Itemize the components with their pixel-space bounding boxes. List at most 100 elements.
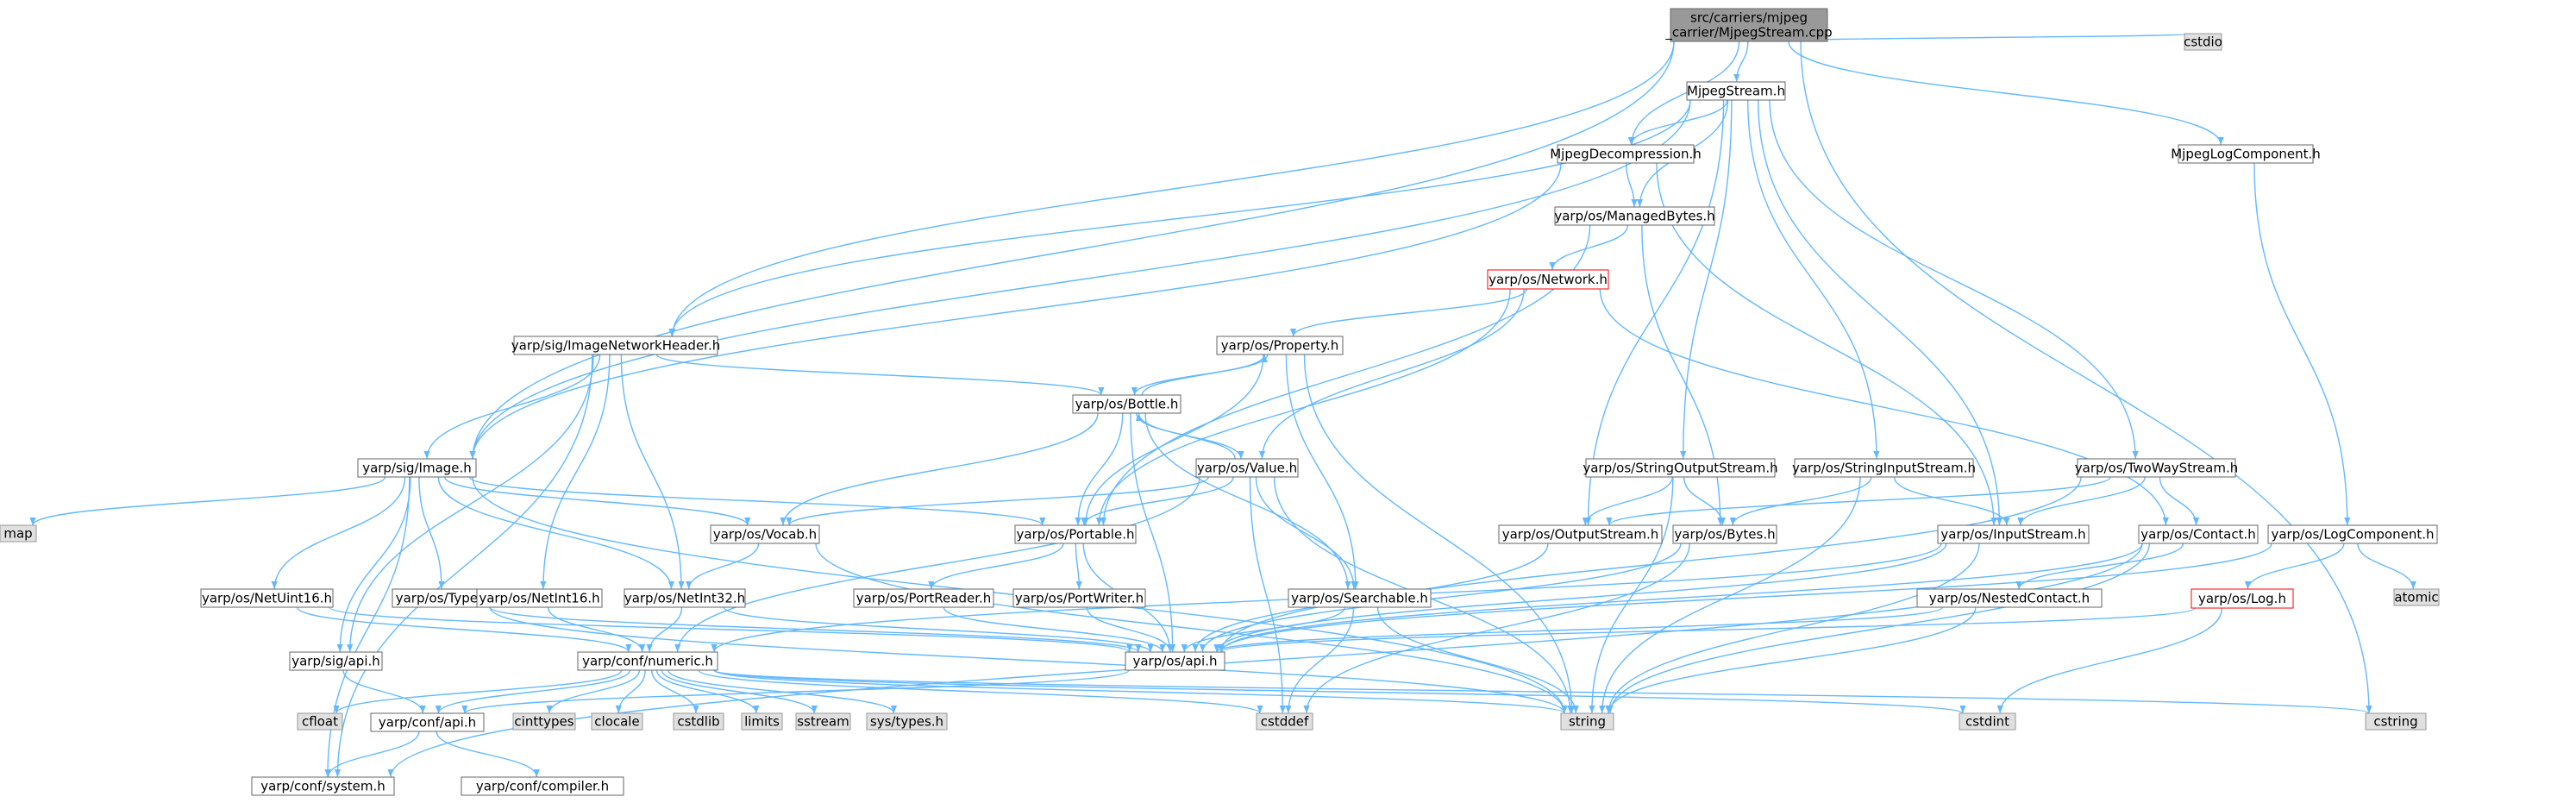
graph-node-contact[interactable]: yarp/os/Contact.h [2138, 524, 2259, 544]
node-box [1012, 588, 1146, 608]
graph-node-bytes[interactable]: yarp/os/Bytes.h [1672, 524, 1777, 544]
node-label: yarp/os/api.h [1132, 654, 1217, 669]
edge-stroutstream-to-bytes [1683, 476, 1727, 526]
node-label: yarp/conf/system.h [260, 779, 385, 794]
node-box [1256, 712, 1313, 731]
graph-node-image[interactable]: yarp/sig/Image.h [357, 458, 477, 478]
node-label: clocale [594, 714, 639, 730]
graph-node-bottle[interactable]: yarp/os/Bottle.h [1072, 394, 1181, 414]
graph-node-strinstream[interactable]: yarp/os/StringInputStream.h [1792, 458, 1976, 478]
graph-node-log[interactable]: yarp/os/Log.h [2191, 588, 2294, 609]
graph-node-mjpegdecomp[interactable]: MjpegDecompression.h [1550, 144, 1702, 164]
node-box [1959, 712, 2016, 731]
graph-node-numeric[interactable]: yarp/conf/numeric.h [577, 651, 718, 671]
graph-node-twowaystream[interactable]: yarp/os/TwoWayStream.h [2075, 458, 2238, 478]
edge-numeric-to-cinttypes [546, 669, 641, 714]
node-label: yarp/os/Bottle.h [1075, 397, 1179, 412]
edge-value-to-cstddef [1249, 476, 1286, 714]
edge-root-to-mjpeglogcomp [1788, 41, 2224, 146]
graph-node-netint16[interactable]: yarp/os/NetInt16.h [476, 588, 603, 608]
edge-log-to-cstdint [1996, 607, 2223, 714]
node-label: cstddef [1261, 714, 1309, 730]
edge-bottle-to-portable [1075, 412, 1124, 526]
edge-netuint16-to-osapi [329, 606, 1133, 653]
node-box [2138, 524, 2259, 544]
graph-node-stroutstream[interactable]: yarp/os/StringOutputStream.h [1583, 458, 1778, 478]
graph-node-vocab[interactable]: yarp/os/Vocab.h [710, 524, 820, 544]
node-label: yarp/os/StringInputStream.h [1792, 461, 1976, 476]
graph-node-network[interactable]: yarp/os/Network.h [1487, 269, 1609, 290]
graph-node-osapi[interactable]: yarp/os/api.h [1125, 651, 1225, 671]
node-label: yarp/os/Property.h [1221, 338, 1338, 354]
graph-node-mjpeglogcomp[interactable]: MjpegLogComponent.h [2171, 144, 2321, 164]
node-label: yarp/conf/api.h [379, 715, 476, 731]
node-label: yarp/sig/ImageNetworkHeader.h [511, 338, 721, 354]
edge-network-to-portable [1095, 288, 1511, 526]
graph-node-managedbytes[interactable]: yarp/os/ManagedBytes.h [1554, 206, 1715, 226]
edge-image-to-netint32 [437, 476, 675, 590]
edge-stroutstream-to-string [1589, 476, 1674, 714]
node-label: cstdio [2184, 35, 2222, 50]
edge-log-to-osapi [1218, 607, 2196, 653]
node-label: yarp/os/NetInt16.h [479, 591, 599, 606]
node-label: yarp/os/LogComponent.h [2271, 527, 2434, 543]
graph-node-confsystem[interactable]: yarp/conf/system.h [251, 776, 395, 796]
graph-node-portreader[interactable]: yarp/os/PortReader.h [853, 588, 994, 608]
node-box [0, 524, 37, 543]
edge-image-to-map [29, 476, 386, 526]
edge-netuint16-to-numeric [297, 606, 632, 653]
node-label: yarp/sig/Image.h [362, 461, 472, 476]
edge-confapi-to-confcompiler [436, 731, 540, 778]
node-box [2393, 588, 2440, 606]
graph-node-netint32[interactable]: yarp/os/NetInt32.h [624, 588, 746, 608]
edge-type-to-osapi [489, 606, 1142, 653]
graph-node-netuint16[interactable]: yarp/os/NetUint16.h [200, 588, 334, 608]
graph-node-cfloat: cfloat [297, 712, 343, 731]
node-box [2184, 33, 2222, 51]
graph-node-root[interactable]: src/carriers/mjpeg_carrier/MjpegStream.c… [1664, 8, 1833, 42]
edge-value-to-searchable [1255, 476, 1357, 590]
node-label: sstream [797, 714, 849, 730]
edge-network-to-value [1258, 288, 1525, 460]
node-label: yarp/os/Value.h [1197, 461, 1297, 476]
graph-node-searchable[interactable]: yarp/os/Searchable.h [1288, 588, 1432, 608]
edge-image-to-type [418, 476, 445, 590]
node-box [1195, 458, 1299, 478]
edge-root-to-mjpegdecomp [1628, 41, 1740, 146]
graph-node-confcompiler[interactable]: yarp/conf/compiler.h [461, 776, 624, 796]
node-box [1014, 524, 1137, 544]
edge-value-to-portable [1081, 476, 1234, 526]
graph-node-property[interactable]: yarp/os/Property.h [1216, 336, 1344, 355]
graph-node-instream[interactable]: yarp/os/InputStream.h [1937, 524, 2090, 544]
graph-node-outstream[interactable]: yarp/os/OutputStream.h [1498, 524, 1663, 544]
graph-node-nestedcontact[interactable]: yarp/os/NestedContact.h [1916, 588, 2103, 608]
graph-node-mjpegstream[interactable]: MjpegStream.h [1686, 81, 1786, 101]
edge-root-to-cstring [1800, 41, 2372, 714]
edge-twowaystream-to-contact [2159, 476, 2200, 526]
edge-strinstream-to-instream [1893, 476, 2010, 526]
graph-node-portwriter[interactable]: yarp/os/PortWriter.h [1012, 588, 1146, 608]
edge-numeric-to-limits [655, 669, 760, 714]
node-box [513, 336, 718, 355]
node-label: cstdint [1965, 714, 2009, 730]
graph-node-type[interactable]: yarp/os/Type.h [392, 588, 494, 608]
node-box [1670, 8, 1828, 42]
edge-managedbytes-to-network [1549, 224, 1629, 271]
graph-node-value[interactable]: yarp/os/Value.h [1195, 458, 1299, 478]
edge-root-to-mjpegstream [1733, 41, 1749, 83]
edge-nestedcontact-to-osapi [1213, 606, 1944, 653]
node-label: yarp/os/Searchable.h [1291, 591, 1428, 606]
edge-type-to-string [489, 606, 1568, 714]
node-box [1794, 458, 1974, 478]
edge-numeric-to-string [713, 669, 1568, 714]
graph-node-sigapi[interactable]: yarp/sig/api.h [289, 651, 383, 671]
edge-mjpegstream-to-image [469, 99, 1691, 460]
graph-node-portable[interactable]: yarp/os/Portable.h [1014, 524, 1137, 544]
edge-numeric-to-clocale [615, 669, 646, 714]
edge-mjpegstream-to-strinstream [1747, 99, 1880, 460]
graph-node-logcomp[interactable]: yarp/os/LogComponent.h [2267, 524, 2438, 544]
node-box [1557, 144, 1695, 164]
graph-node-imgnethdr[interactable]: yarp/sig/ImageNetworkHeader.h [511, 336, 721, 355]
graph-node-confapi[interactable]: yarp/conf/api.h [370, 712, 485, 732]
edge-image-to-sigapi [336, 476, 411, 653]
